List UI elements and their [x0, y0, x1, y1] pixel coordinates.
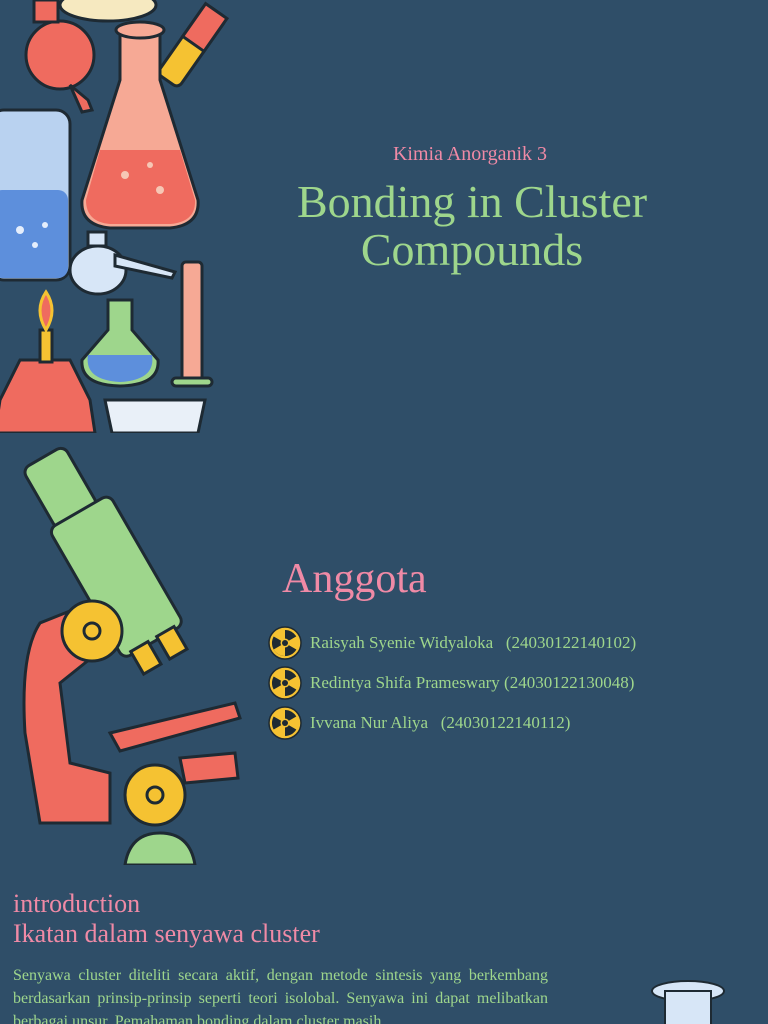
- member-item: Raisyah Syenie Widyaloka (24030122140102…: [268, 623, 636, 663]
- title-line-1: Bonding in Cluster: [296, 176, 648, 227]
- members-list: Raisyah Syenie Widyaloka (24030122140102…: [268, 623, 636, 743]
- members-heading: Anggota: [282, 556, 427, 602]
- member-item: Redintya Shifa Prameswary (2403012213004…: [268, 663, 636, 703]
- course-subtitle: Kimia Anorganik 3: [392, 143, 548, 165]
- presentation-title: Bonding in Cluster Compounds: [262, 178, 682, 274]
- intro-heading: introduction: [13, 889, 141, 918]
- title-slide: Kimia Anorganik 3 Bonding in Cluster Com…: [0, 0, 768, 433]
- intro-paragraph: Senyawa cluster diteliti secara aktif, d…: [13, 967, 548, 1024]
- members-slide: Anggota Raisyah Syenie Widyaloka (240301…: [0, 433, 768, 865]
- radiation-icon: [268, 666, 302, 700]
- member-name: Redintya Shifa Prameswary (2403012213004…: [310, 673, 635, 692]
- intro-subheading: Ikatan dalam senyawa cluster: [13, 919, 320, 948]
- intro-slide: introduction Ikatan dalam senyawa cluste…: [0, 865, 768, 1024]
- member-item: Ivvana Nur Aliya (24030122140112): [268, 703, 636, 743]
- lab-glassware-illustration: [0, 0, 230, 433]
- radiation-icon: [268, 706, 302, 740]
- title-line-2: Compounds: [360, 224, 584, 275]
- radiation-icon: [268, 626, 302, 660]
- member-name: Ivvana Nur Aliya (24030122140112): [310, 713, 571, 732]
- microscope-illustration: [22, 446, 242, 865]
- flask-illustration: [651, 980, 725, 1024]
- member-name: Raisyah Syenie Widyaloka (24030122140102…: [310, 633, 637, 652]
